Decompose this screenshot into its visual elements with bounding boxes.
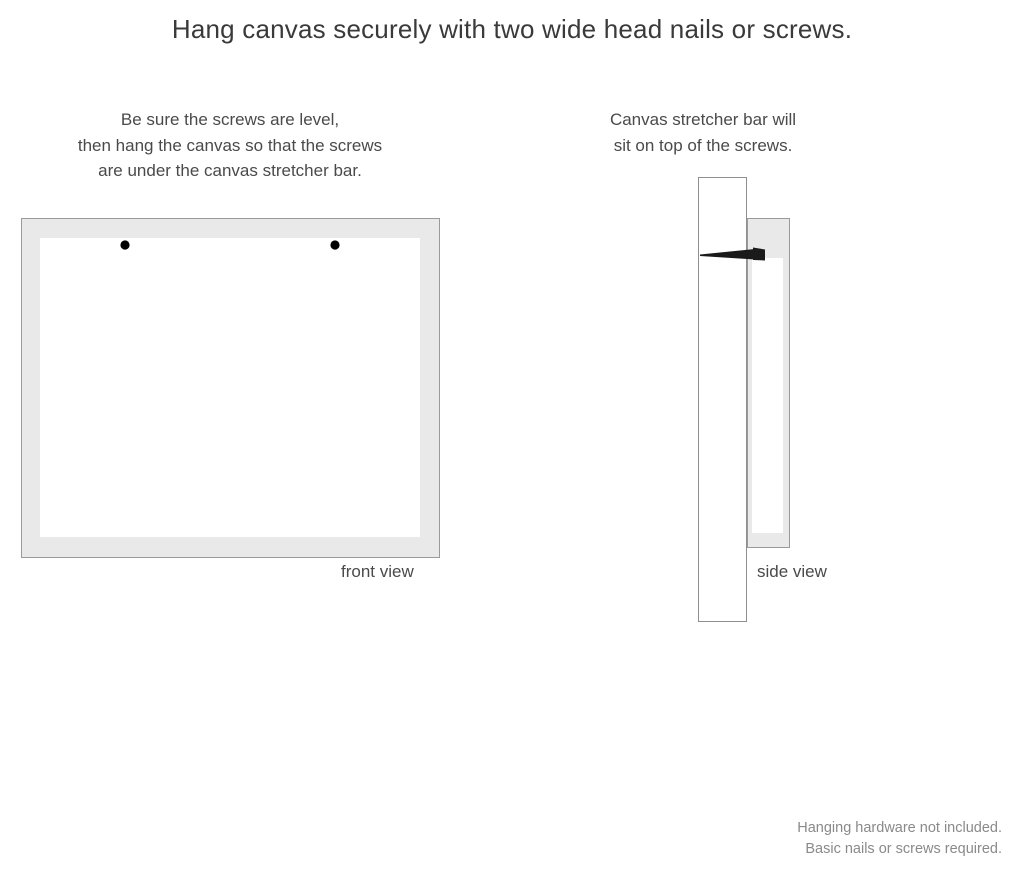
footer-line-1: Hanging hardware not included. [797,820,1002,836]
nail-icon [700,247,765,261]
side-view-caption-line-1: Canvas stretcher bar will [609,110,797,129]
side-view-caption: Canvas stretcher bar will sit on top of … [553,107,853,158]
nail-head [753,247,765,261]
front-view-caption: Be sure the screws are level, then hang … [30,107,430,184]
nail-shaft [700,249,755,260]
side-view-diagram [698,177,790,622]
front-view-diagram [21,218,440,558]
front-view-caption-line-1: Be sure the screws are level, [120,110,340,129]
screw-dot-left [120,240,130,250]
wall-strip [698,177,747,622]
footer-line-2: Basic nails or screws required. [805,841,1002,857]
stretcher-bar-inner-channel [752,258,783,533]
canvas-face-inner [40,238,420,537]
side-view-caption-line-2: sit on top of the screws. [613,135,793,155]
front-view-caption-line-2: then hang the canvas so that the screws [77,135,383,155]
front-view-caption-line-3: are under the canvas stretcher bar. [98,161,362,180]
side-view-label: side view [757,562,827,581]
page-title: Hang canvas securely with two wide head … [171,14,853,44]
screw-dot-right [330,240,340,250]
front-view-label: front view [341,562,414,581]
footer-disclaimer: Hanging hardware not included. Basic nai… [797,818,1002,860]
